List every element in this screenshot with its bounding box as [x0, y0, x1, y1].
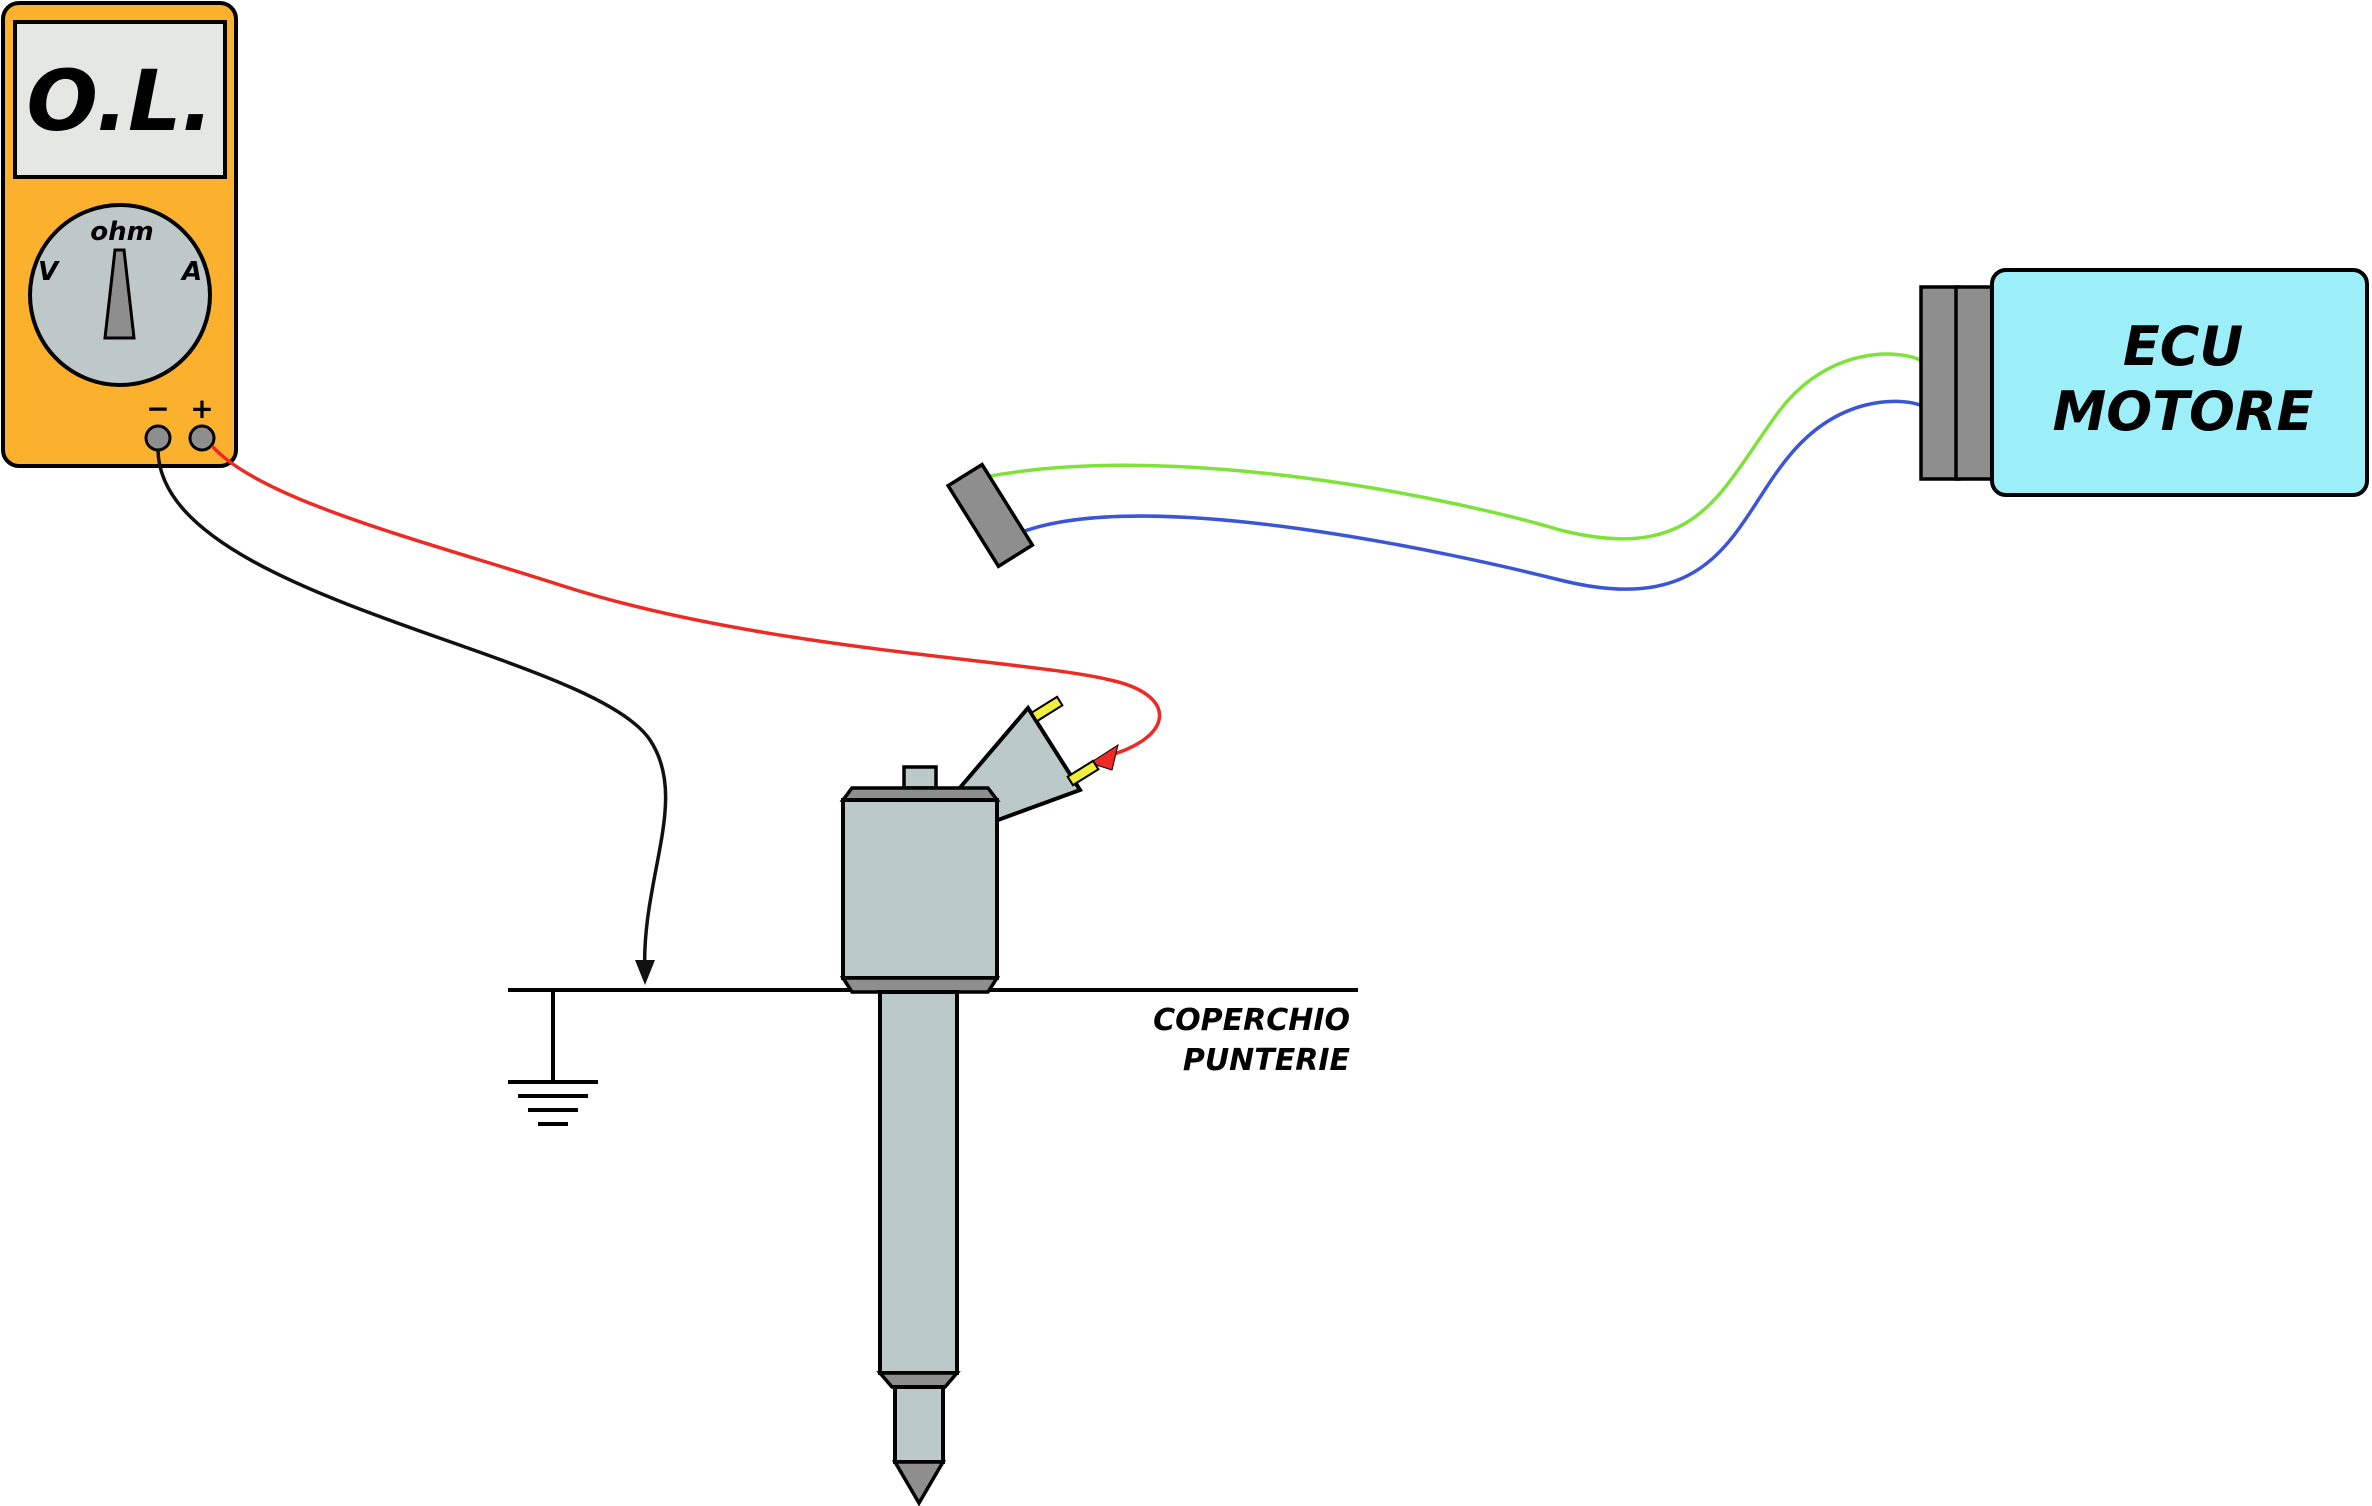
blue-harness-wire	[1021, 399, 1921, 591]
ecu-body	[1990, 268, 2369, 497]
terminal-plus-label: +	[190, 392, 213, 425]
injector-body	[841, 798, 999, 980]
terminal-minus[interactable]	[144, 424, 172, 452]
injector-pin-lower	[1066, 759, 1100, 787]
injector-nozzle	[893, 1385, 945, 1464]
black-probe-arrowhead	[635, 960, 655, 985]
ecu-connector-outer	[1919, 285, 1961, 481]
ground-reference: COPERCHIO PUNTERIE	[508, 988, 1358, 1126]
dial-needle	[103, 248, 136, 340]
multimeter-display	[13, 20, 227, 179]
multimeter-reading: O.L.	[27, 52, 214, 150]
red-probe-arrowhead	[1088, 743, 1119, 771]
injector-nozzle-tip	[891, 1460, 947, 1506]
ground-label-line1: COPERCHIO	[1153, 1003, 1350, 1038]
ground-label-line2: PUNTERIE	[1183, 1043, 1351, 1078]
red-probe-lead	[210, 444, 1162, 760]
dial-ohm-label: ohm	[90, 217, 153, 247]
terminal-plus[interactable]	[188, 424, 216, 452]
injector	[839, 695, 1100, 1506]
dial-v-label: V	[38, 257, 60, 287]
black-probe-lead	[156, 449, 668, 976]
harness-plug[interactable]	[945, 462, 1035, 569]
terminal-minus-label: −	[146, 392, 169, 425]
multimeter: O.L. ohm V A − +	[1, 1, 238, 468]
green-harness-wire	[984, 352, 1921, 541]
injector-top-stub	[902, 765, 938, 790]
injector-tip-collar	[876, 1371, 961, 1389]
dial-a-label: A	[180, 257, 202, 287]
injector-pin-upper	[1030, 695, 1064, 723]
ecu-label-line2: MOTORE	[2053, 380, 2314, 443]
ecu-module: ECU MOTORE	[1919, 268, 2369, 497]
ecu-connector-inner	[1954, 285, 1994, 481]
injector-bottom-collar	[839, 976, 1001, 994]
ecu-label-line1: ECU	[2123, 315, 2243, 378]
injector-shaft	[878, 990, 959, 1375]
ground-symbol-icon	[508, 1080, 598, 1126]
